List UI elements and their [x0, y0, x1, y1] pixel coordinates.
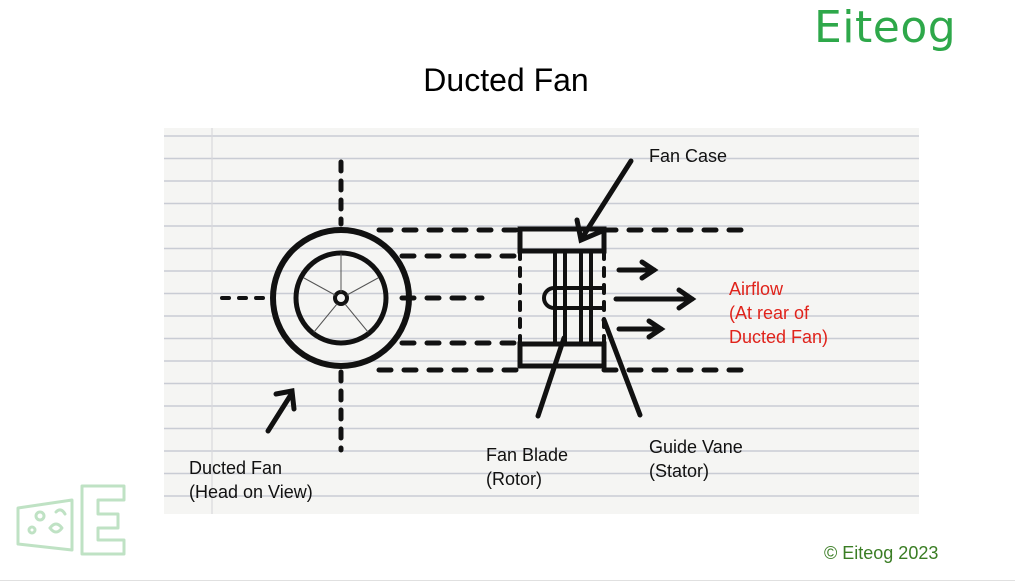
label-fan-case: Fan Case [649, 146, 728, 166]
airflow-arrows [613, 259, 697, 340]
ducted-fan-diagram [164, 128, 919, 514]
label-fan-blade-line2: (Rotor) [486, 469, 543, 489]
label-fan-blade: Fan Blade (Rotor) [486, 443, 568, 491]
head-on-view [220, 159, 412, 453]
head-on-arrowhead [273, 388, 297, 412]
outer-casing-ring [270, 227, 412, 369]
label-head-on-view: Ducted Fan (Head on View) [189, 456, 313, 504]
hub-shaft [542, 286, 606, 310]
label-guide-vane-line1: Guide Vane [649, 437, 743, 457]
eiteog-logo-icon [16, 484, 126, 556]
fan-case-arrowhead [574, 217, 603, 244]
copyright-text: © Eiteog 2023 [824, 543, 939, 563]
brand-wordmark: Eiteog [814, 2, 957, 53]
page-title-text: Ducted Fan [423, 62, 589, 98]
label-airflow-line2: (At rear of [729, 303, 810, 323]
projection-lines [376, 227, 757, 373]
fan-hub [333, 290, 349, 306]
fan-case-top [517, 226, 607, 254]
head-on-leader [265, 390, 295, 434]
label-guide-vane-line2: (Stator) [649, 461, 710, 481]
stator-leader [601, 317, 643, 418]
faint-blade-lines [303, 253, 379, 333]
sketch-ink [220, 158, 757, 453]
label-guide-vane: Guide Vane (Stator) [649, 435, 743, 483]
sketch-paper: Fan Case Airflow (At rear of Ducted Fan)… [164, 128, 919, 514]
leader-arrows [265, 158, 643, 434]
label-head-on-line1: Ducted Fan [189, 458, 283, 478]
footer-divider [0, 580, 1015, 581]
label-fan-blade-line1: Fan Blade [486, 445, 569, 465]
label-airflow-line1: Airflow [729, 279, 784, 299]
fan-case-leader [579, 158, 634, 241]
label-head-on-line2: (Head on View) [189, 482, 313, 502]
inner-fan-ring [293, 250, 389, 346]
label-airflow-line3: Ducted Fan) [729, 327, 829, 347]
rotor-leader [535, 335, 567, 419]
page-title: Ducted Fan [0, 62, 1015, 99]
label-airflow: Airflow (At rear of Ducted Fan) [729, 277, 828, 349]
